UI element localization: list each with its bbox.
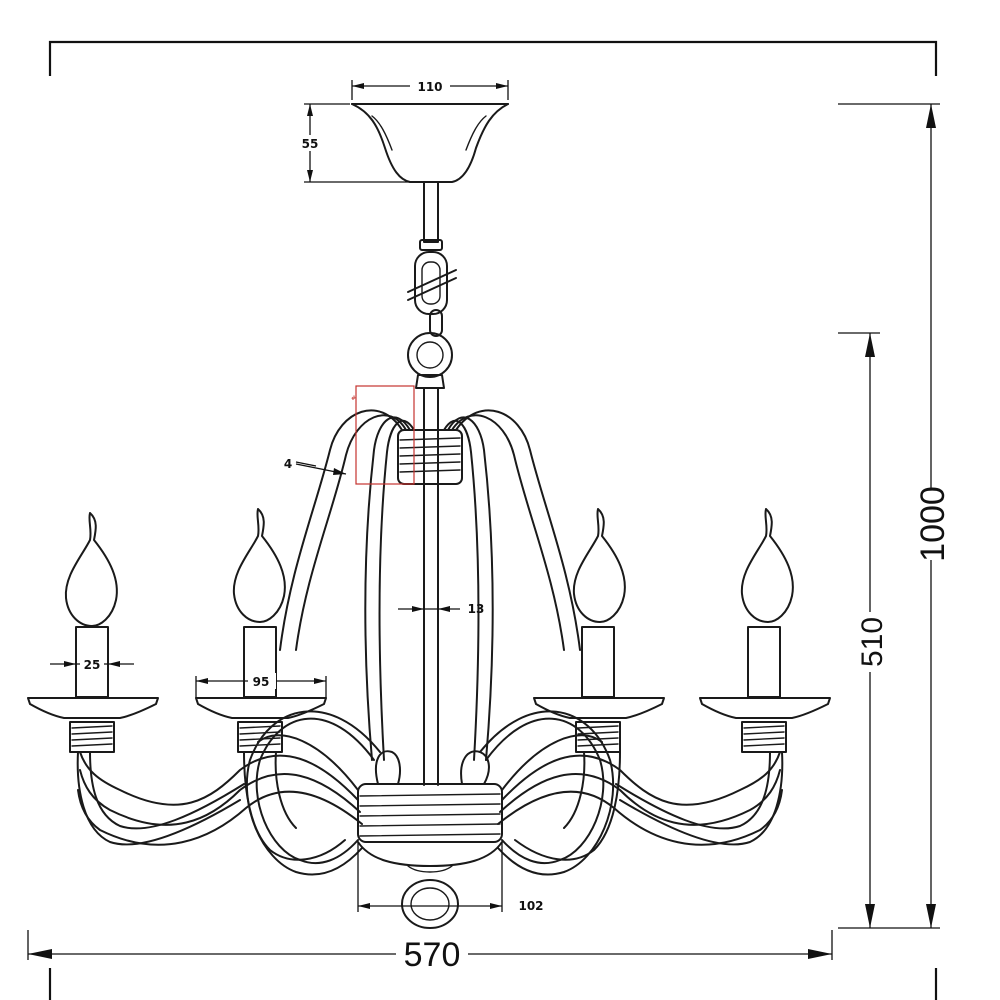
dim-total-width: 570 bbox=[27, 930, 833, 974]
total-height-label: 1000 bbox=[914, 486, 952, 562]
total-width-label: 570 bbox=[404, 936, 461, 974]
cup-diameter-label: 95 bbox=[253, 675, 270, 689]
dim-canopy-width: 110 bbox=[351, 78, 509, 100]
candle-3 bbox=[533, 508, 665, 753]
detail-callout: # bbox=[351, 385, 415, 485]
dim-body-height: 510 bbox=[838, 332, 889, 928]
dim-total-height: 1000 bbox=[838, 103, 952, 929]
candle-diameter-label: 25 bbox=[84, 658, 101, 672]
upper-arms bbox=[279, 409, 581, 761]
stem-diameter-label: 13 bbox=[468, 602, 485, 616]
wire-angle-label: 4 bbox=[284, 457, 292, 471]
dim-center-body: 102 bbox=[357, 842, 544, 913]
upper-coil bbox=[397, 429, 463, 485]
dim-wire-angle: 4 bbox=[284, 457, 347, 475]
drawing-frame bbox=[48, 40, 938, 1000]
canopy-width-label: 110 bbox=[417, 80, 442, 94]
dim-candle: 25 bbox=[50, 656, 134, 672]
ceiling-canopy bbox=[351, 103, 509, 183]
dim-canopy-height: 55 bbox=[298, 103, 410, 183]
candle-arms bbox=[76, 751, 784, 861]
canopy-height-label: 55 bbox=[302, 137, 319, 151]
center-body-width-label: 102 bbox=[518, 899, 543, 913]
body-height-label: 510 bbox=[856, 617, 889, 667]
dim-cup: 95 bbox=[195, 673, 327, 698]
candle-2 bbox=[195, 508, 327, 753]
candle-1 bbox=[27, 512, 159, 753]
svg-text:#: # bbox=[351, 395, 356, 402]
dim-stem: 13 bbox=[398, 602, 484, 616]
candle-4 bbox=[699, 508, 831, 753]
center-body bbox=[357, 750, 503, 929]
